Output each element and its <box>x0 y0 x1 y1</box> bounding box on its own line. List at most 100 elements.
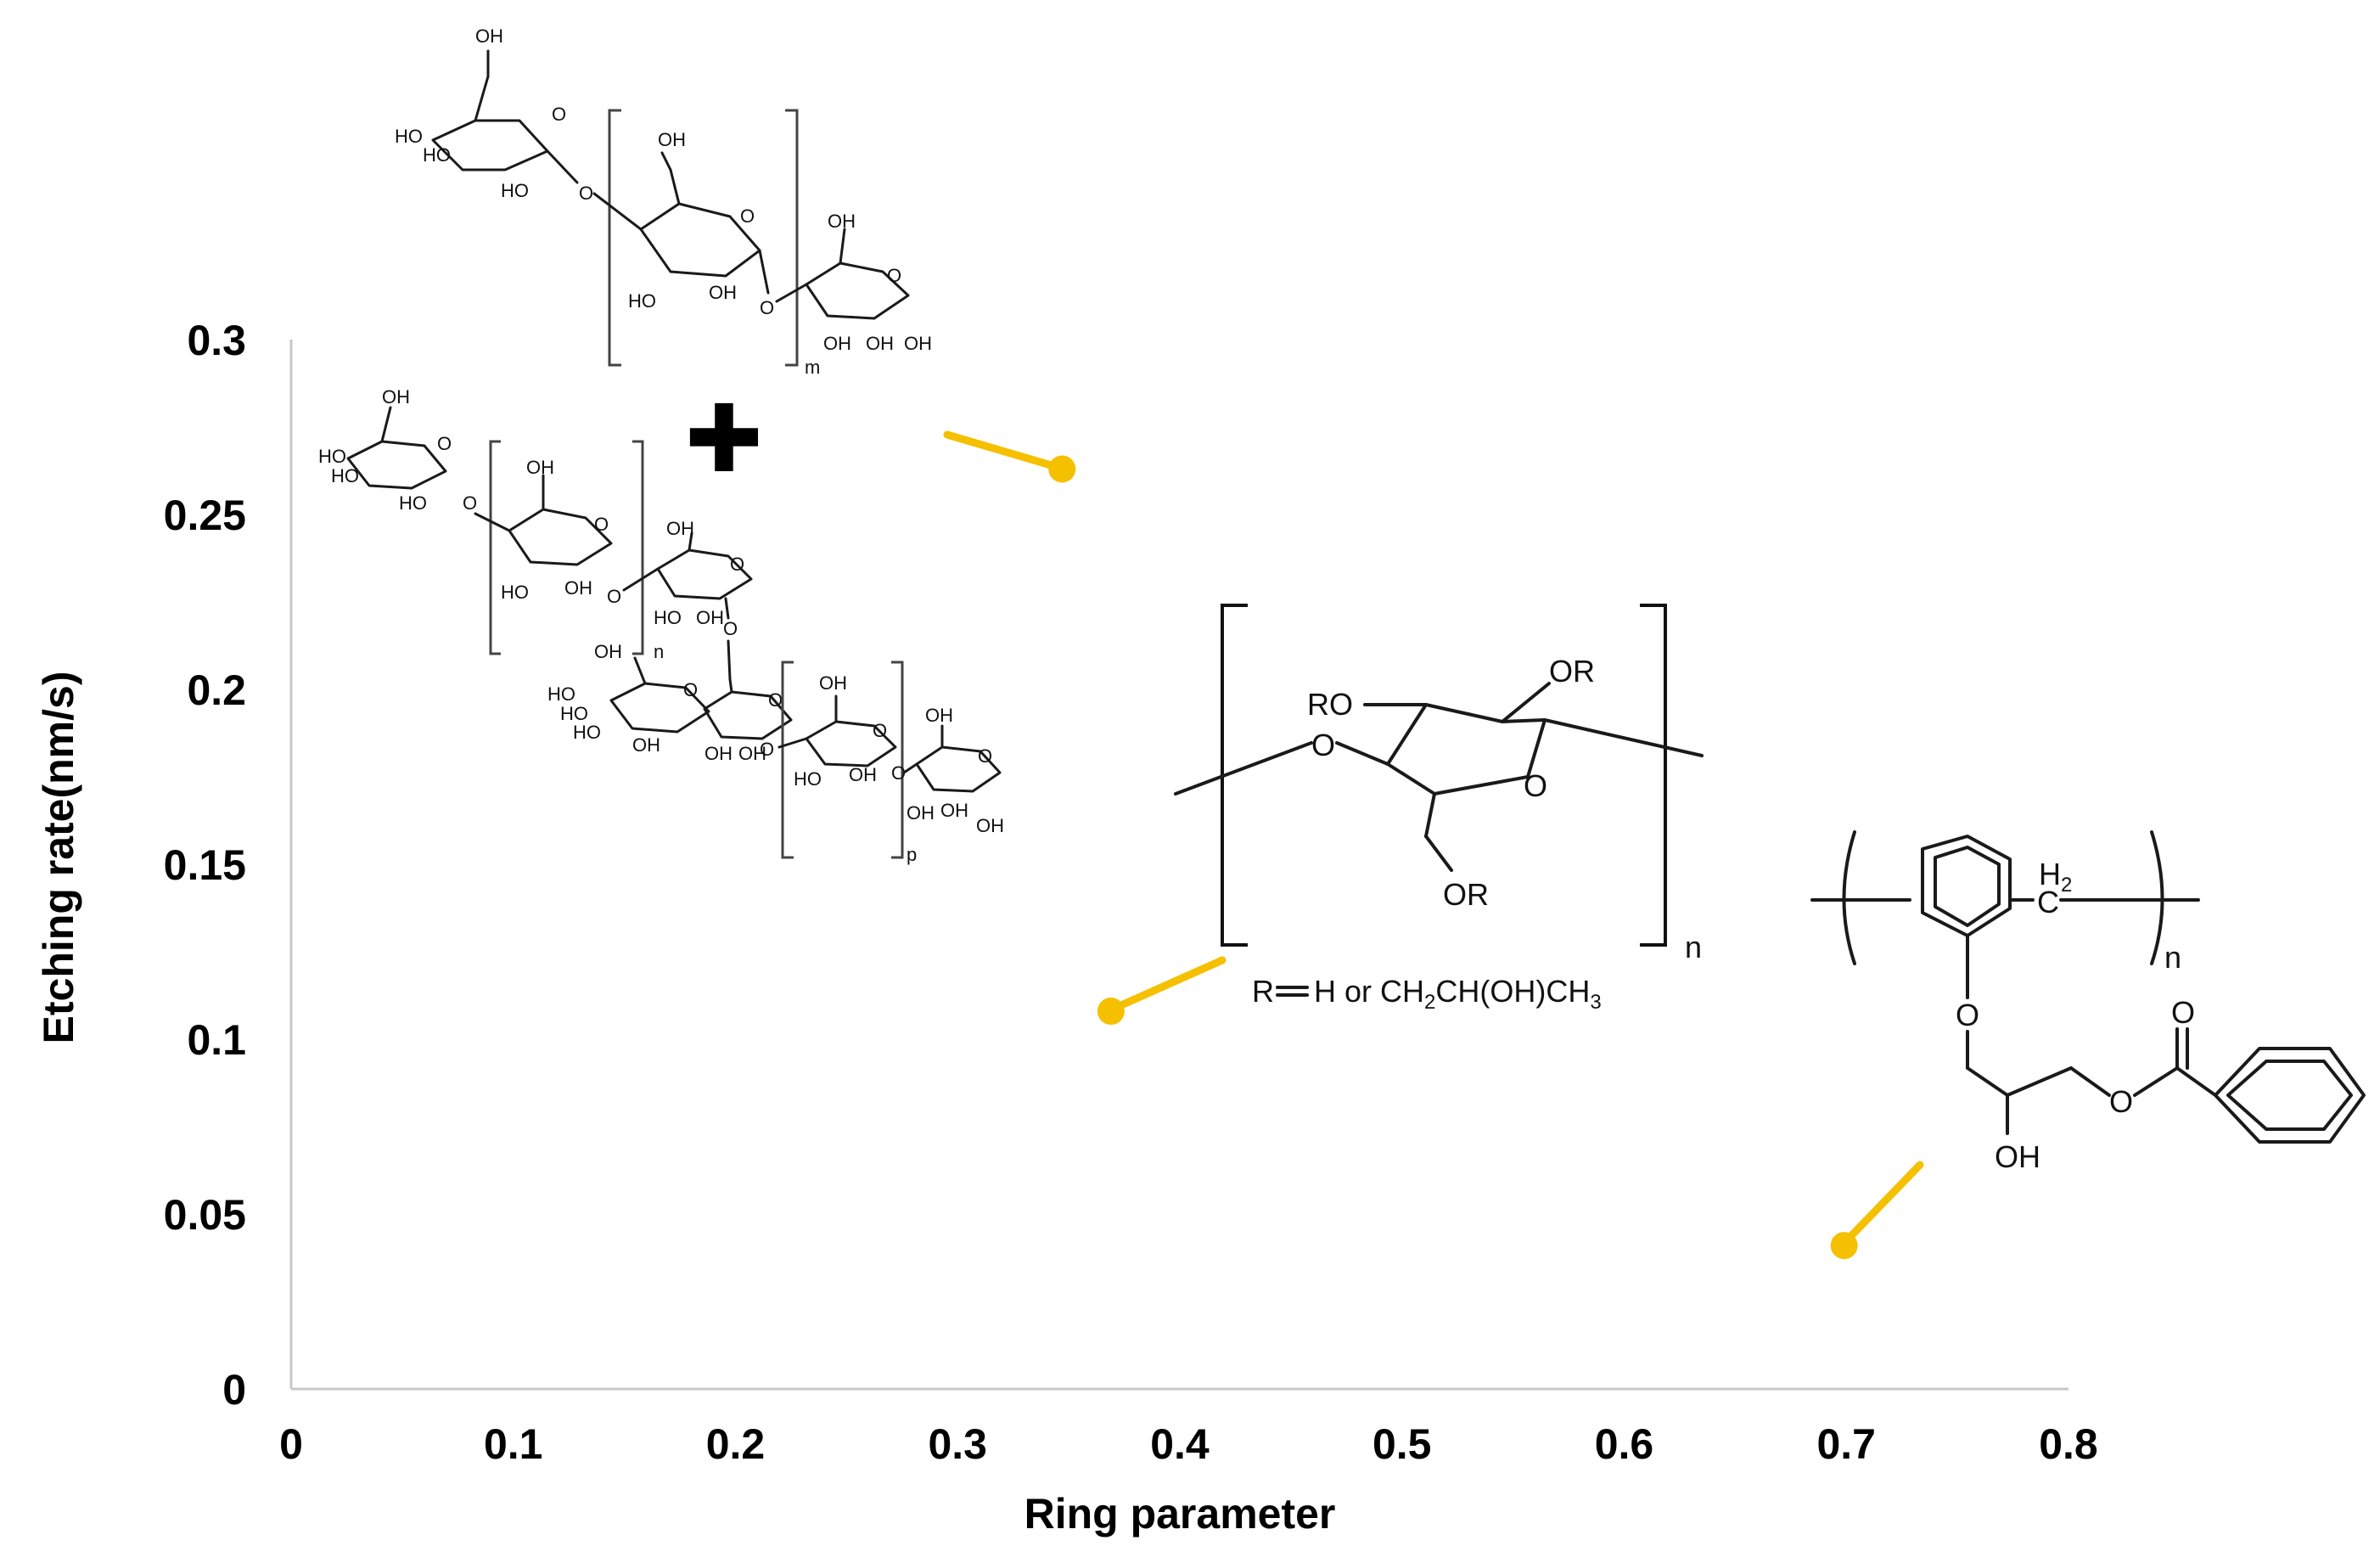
svg-text:O: O <box>768 689 783 711</box>
svg-text:OH: OH <box>940 800 968 821</box>
svg-text:HO: HO <box>318 446 346 467</box>
x-tick-label: 0 <box>279 1420 303 1468</box>
svg-text:HO: HO <box>331 465 359 486</box>
plus-sign-icon: ✚ <box>685 387 763 492</box>
svg-text:HO: HO <box>654 607 682 628</box>
svg-text:OH: OH <box>382 386 410 408</box>
x-tick-label: 0.7 <box>1816 1420 1876 1468</box>
cellulose-structure: n O RO OR O OR R H or CH2CH(OH)CH3 <box>1174 604 1704 1014</box>
x-tick-label: 0.3 <box>928 1420 987 1468</box>
x-tick-labels: 0 0.1 0.2 0.3 0.4 0.5 0.6 0.7 0.8 <box>279 1420 2098 1468</box>
svg-text:m: m <box>805 357 820 378</box>
svg-text:OH: OH <box>904 333 932 354</box>
svg-text:n: n <box>654 641 664 662</box>
svg-text:OH: OH <box>925 705 953 726</box>
y-tick-label: 0 <box>222 1366 246 1414</box>
svg-text:HO: HO <box>794 768 822 790</box>
svg-text:O: O <box>463 492 477 514</box>
leader-line-cellulose <box>1109 956 1226 1013</box>
svg-text:HO: HO <box>628 290 656 312</box>
svg-text:n: n <box>1685 930 1702 964</box>
svg-text:O: O <box>760 297 774 318</box>
svg-text:O: O <box>873 720 887 741</box>
y-tick-label: 0.1 <box>187 1016 246 1064</box>
svg-text:OH: OH <box>1995 1139 2040 1174</box>
svg-text:O: O <box>978 745 992 767</box>
svg-text:H2: H2 <box>2039 857 2072 897</box>
svg-text:p: p <box>907 844 917 865</box>
svg-text:O: O <box>730 554 744 575</box>
leader-line-resin <box>1839 1161 1924 1248</box>
svg-text:O: O <box>740 205 755 227</box>
x-tick-label: 0.8 <box>2039 1420 2098 1468</box>
y-tick-label: 0.2 <box>187 666 246 714</box>
svg-text:O: O <box>579 183 593 204</box>
x-tick-label: 0.4 <box>1150 1420 1210 1468</box>
svg-text:OH: OH <box>828 211 856 232</box>
y-tick-label: 0.15 <box>164 841 246 889</box>
svg-text:OH: OH <box>738 743 766 764</box>
svg-text:O: O <box>1956 998 1979 1032</box>
svg-text:OH: OH <box>475 25 503 47</box>
dextrin-structure: OH O HO HO HO O m OH O HO OH O OH O OH O… <box>318 25 1004 865</box>
svg-text:HO: HO <box>547 683 575 705</box>
svg-text:OH: OH <box>564 577 592 599</box>
svg-text:OH: OH <box>696 607 724 628</box>
svg-text:OH: OH <box>819 672 847 694</box>
svg-text:O: O <box>887 265 901 286</box>
x-tick-label: 0.6 <box>1595 1420 1654 1468</box>
svg-text:O: O <box>437 433 452 454</box>
svg-text:OH: OH <box>849 764 877 785</box>
y-axis-title: Etching rate(nm/s) <box>35 672 82 1044</box>
leader-lines <box>943 430 1924 1248</box>
svg-text:R: R <box>1252 974 1274 1009</box>
svg-text:OH: OH <box>666 518 694 539</box>
x-axis-title: Ring parameter <box>1024 1490 1336 1538</box>
svg-text:OH: OH <box>823 333 851 354</box>
svg-text:OR: OR <box>1443 877 1489 912</box>
y-tick-label: 0.25 <box>164 492 246 539</box>
svg-text:HO: HO <box>395 126 423 147</box>
svg-text:OH: OH <box>866 333 894 354</box>
y-tick-labels: 0 0.05 0.1 0.15 0.2 0.25 0.3 <box>164 317 246 1414</box>
svg-text:O: O <box>2109 1084 2133 1119</box>
svg-text:OH: OH <box>526 457 554 478</box>
svg-text:OR: OR <box>1549 654 1595 689</box>
data-point <box>1097 998 1125 1026</box>
svg-text:O: O <box>723 618 738 639</box>
svg-text:O: O <box>607 586 621 607</box>
svg-text:OH: OH <box>594 641 622 662</box>
x-tick-label: 0.1 <box>484 1420 543 1468</box>
svg-text:HO: HO <box>573 722 601 743</box>
svg-text:OH: OH <box>709 282 737 303</box>
svg-text:O: O <box>760 739 774 760</box>
svg-text:C: C <box>2037 885 2059 919</box>
svg-text:O: O <box>683 679 698 700</box>
y-tick-label: 0.3 <box>187 317 246 364</box>
x-tick-label: 0.2 <box>706 1420 766 1468</box>
svg-text:O: O <box>2171 995 2195 1030</box>
svg-text:O: O <box>891 762 906 784</box>
leader-line-dextrin <box>943 430 1061 471</box>
resin-structure: n H2 C O OH O O <box>1810 830 2366 1174</box>
data-point <box>1830 1232 1858 1260</box>
svg-text:HO: HO <box>501 582 529 603</box>
svg-text:H or CH2CH(OH)CH3: H or CH2CH(OH)CH3 <box>1314 974 1602 1014</box>
svg-text:O: O <box>1524 768 1547 803</box>
svg-text:O: O <box>594 514 609 535</box>
svg-text:OH: OH <box>907 802 935 824</box>
svg-text:HO: HO <box>501 180 529 201</box>
svg-text:OH: OH <box>976 815 1004 836</box>
y-tick-label: 0.05 <box>164 1191 246 1239</box>
svg-text:RO: RO <box>1307 687 1353 722</box>
svg-text:OH: OH <box>704 743 733 764</box>
axes <box>289 340 2068 1391</box>
svg-text:HO: HO <box>560 703 588 724</box>
x-tick-label: 0.5 <box>1372 1420 1432 1468</box>
data-points <box>1048 455 1858 1260</box>
svg-text:OH: OH <box>658 129 686 150</box>
data-point <box>1048 455 1076 483</box>
svg-text:n: n <box>2164 940 2181 975</box>
svg-text:O: O <box>552 104 566 125</box>
